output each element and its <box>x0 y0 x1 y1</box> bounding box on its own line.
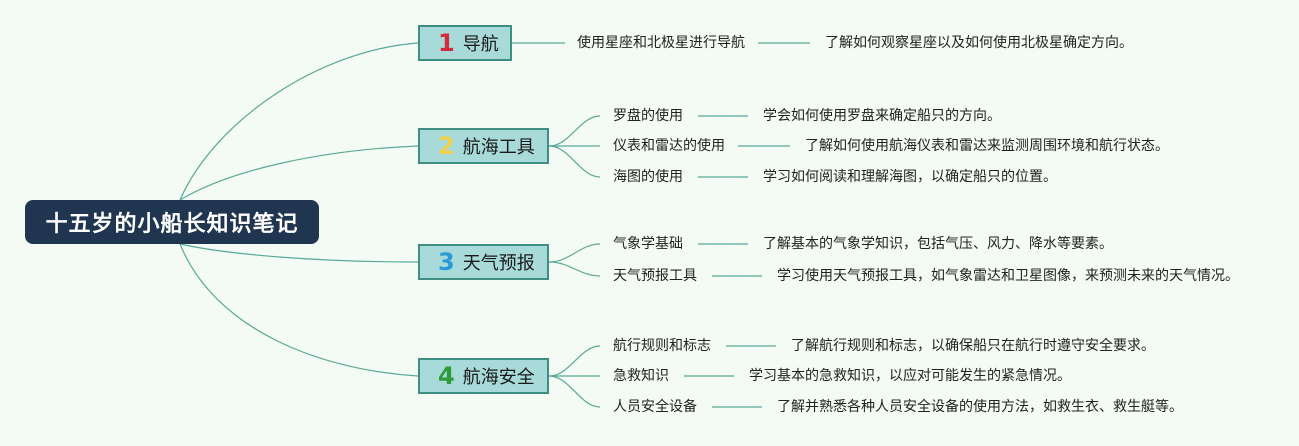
subtopic-label[interactable]: 气象学基础 <box>613 236 683 252</box>
topic-label: 航海安全 <box>462 367 535 388</box>
subtopic-label[interactable]: 罗盘的使用 <box>613 108 683 124</box>
link-topic-3-item-1 <box>548 243 601 263</box>
subtopic-label[interactable]: 天气预报工具 <box>613 268 697 284</box>
root-title: 十五岁的小船长知识笔记 <box>45 212 299 237</box>
subtopic-label[interactable]: 急救知识 <box>613 368 669 384</box>
subtopic-desc[interactable]: 学会如何使用罗盘来确定船只的方向。 <box>763 108 1001 124</box>
subtopic-desc[interactable]: 了解并熟悉各种人员安全设备的使用方法，如救生衣、救生艇等。 <box>777 399 1183 415</box>
link-root-topic-1 <box>179 42 419 201</box>
subtopic-label[interactable]: 航行规则和标志 <box>613 338 711 354</box>
subtopic-desc[interactable]: 了解如何观察星座以及如何使用北极星确定方向。 <box>825 35 1133 51</box>
topic-nautical-tools[interactable]: 2 航海工具 <box>418 128 549 164</box>
topic-number: 3 <box>438 248 455 276</box>
link-root-topic-3 <box>179 243 419 263</box>
subtopic-desc[interactable]: 学习基本的急救知识，以应对可能发生的紧急情况。 <box>749 368 1071 384</box>
subtopic-label[interactable]: 海图的使用 <box>613 169 683 185</box>
link-topic-4-item-1 <box>548 345 601 377</box>
topic-nautical-safety[interactable]: 4 航海安全 <box>418 358 549 394</box>
link-topic-4-item-3 <box>548 375 601 408</box>
topic-number: 4 <box>438 362 455 390</box>
topic-navigation[interactable]: 1 导航 <box>418 25 512 61</box>
link-root-topic-2 <box>179 145 419 201</box>
root-node[interactable]: 十五岁的小船长知识笔记 <box>25 200 319 244</box>
link-root-topic-4 <box>179 243 419 377</box>
subtopic-desc[interactable]: 了解如何使用航海仪表和雷达来监测周围环境和航行状态。 <box>805 138 1169 154</box>
subtopic-label[interactable]: 仪表和雷达的使用 <box>613 138 725 154</box>
link-topic-3-item-2 <box>548 261 601 277</box>
topic-label: 导航 <box>462 34 499 55</box>
topic-number: 2 <box>438 132 455 160</box>
subtopic-label[interactable]: 人员安全设备 <box>613 399 697 415</box>
topic-label: 天气预报 <box>462 253 535 274</box>
subtopic-desc[interactable]: 学习如何阅读和理解海图，以确定船只的位置。 <box>763 169 1057 185</box>
subtopic-label[interactable]: 使用星座和北极星进行导航 <box>577 35 745 51</box>
link-topic-2-item-1 <box>548 115 601 147</box>
topic-weather-forecast[interactable]: 3 天气预报 <box>418 244 549 280</box>
subtopic-desc[interactable]: 了解基本的气象学知识，包括气压、风力、降水等要素。 <box>763 236 1113 252</box>
link-topic-2-item-3 <box>548 145 601 178</box>
subtopic-desc[interactable]: 了解航行规则和标志，以确保船只在航行时遵守安全要求。 <box>791 338 1155 354</box>
topic-number: 1 <box>438 29 455 57</box>
topic-label: 航海工具 <box>462 137 535 158</box>
subtopic-desc[interactable]: 学习使用天气预报工具，如气象雷达和卫星图像，来预测未来的天气情况。 <box>777 268 1239 284</box>
